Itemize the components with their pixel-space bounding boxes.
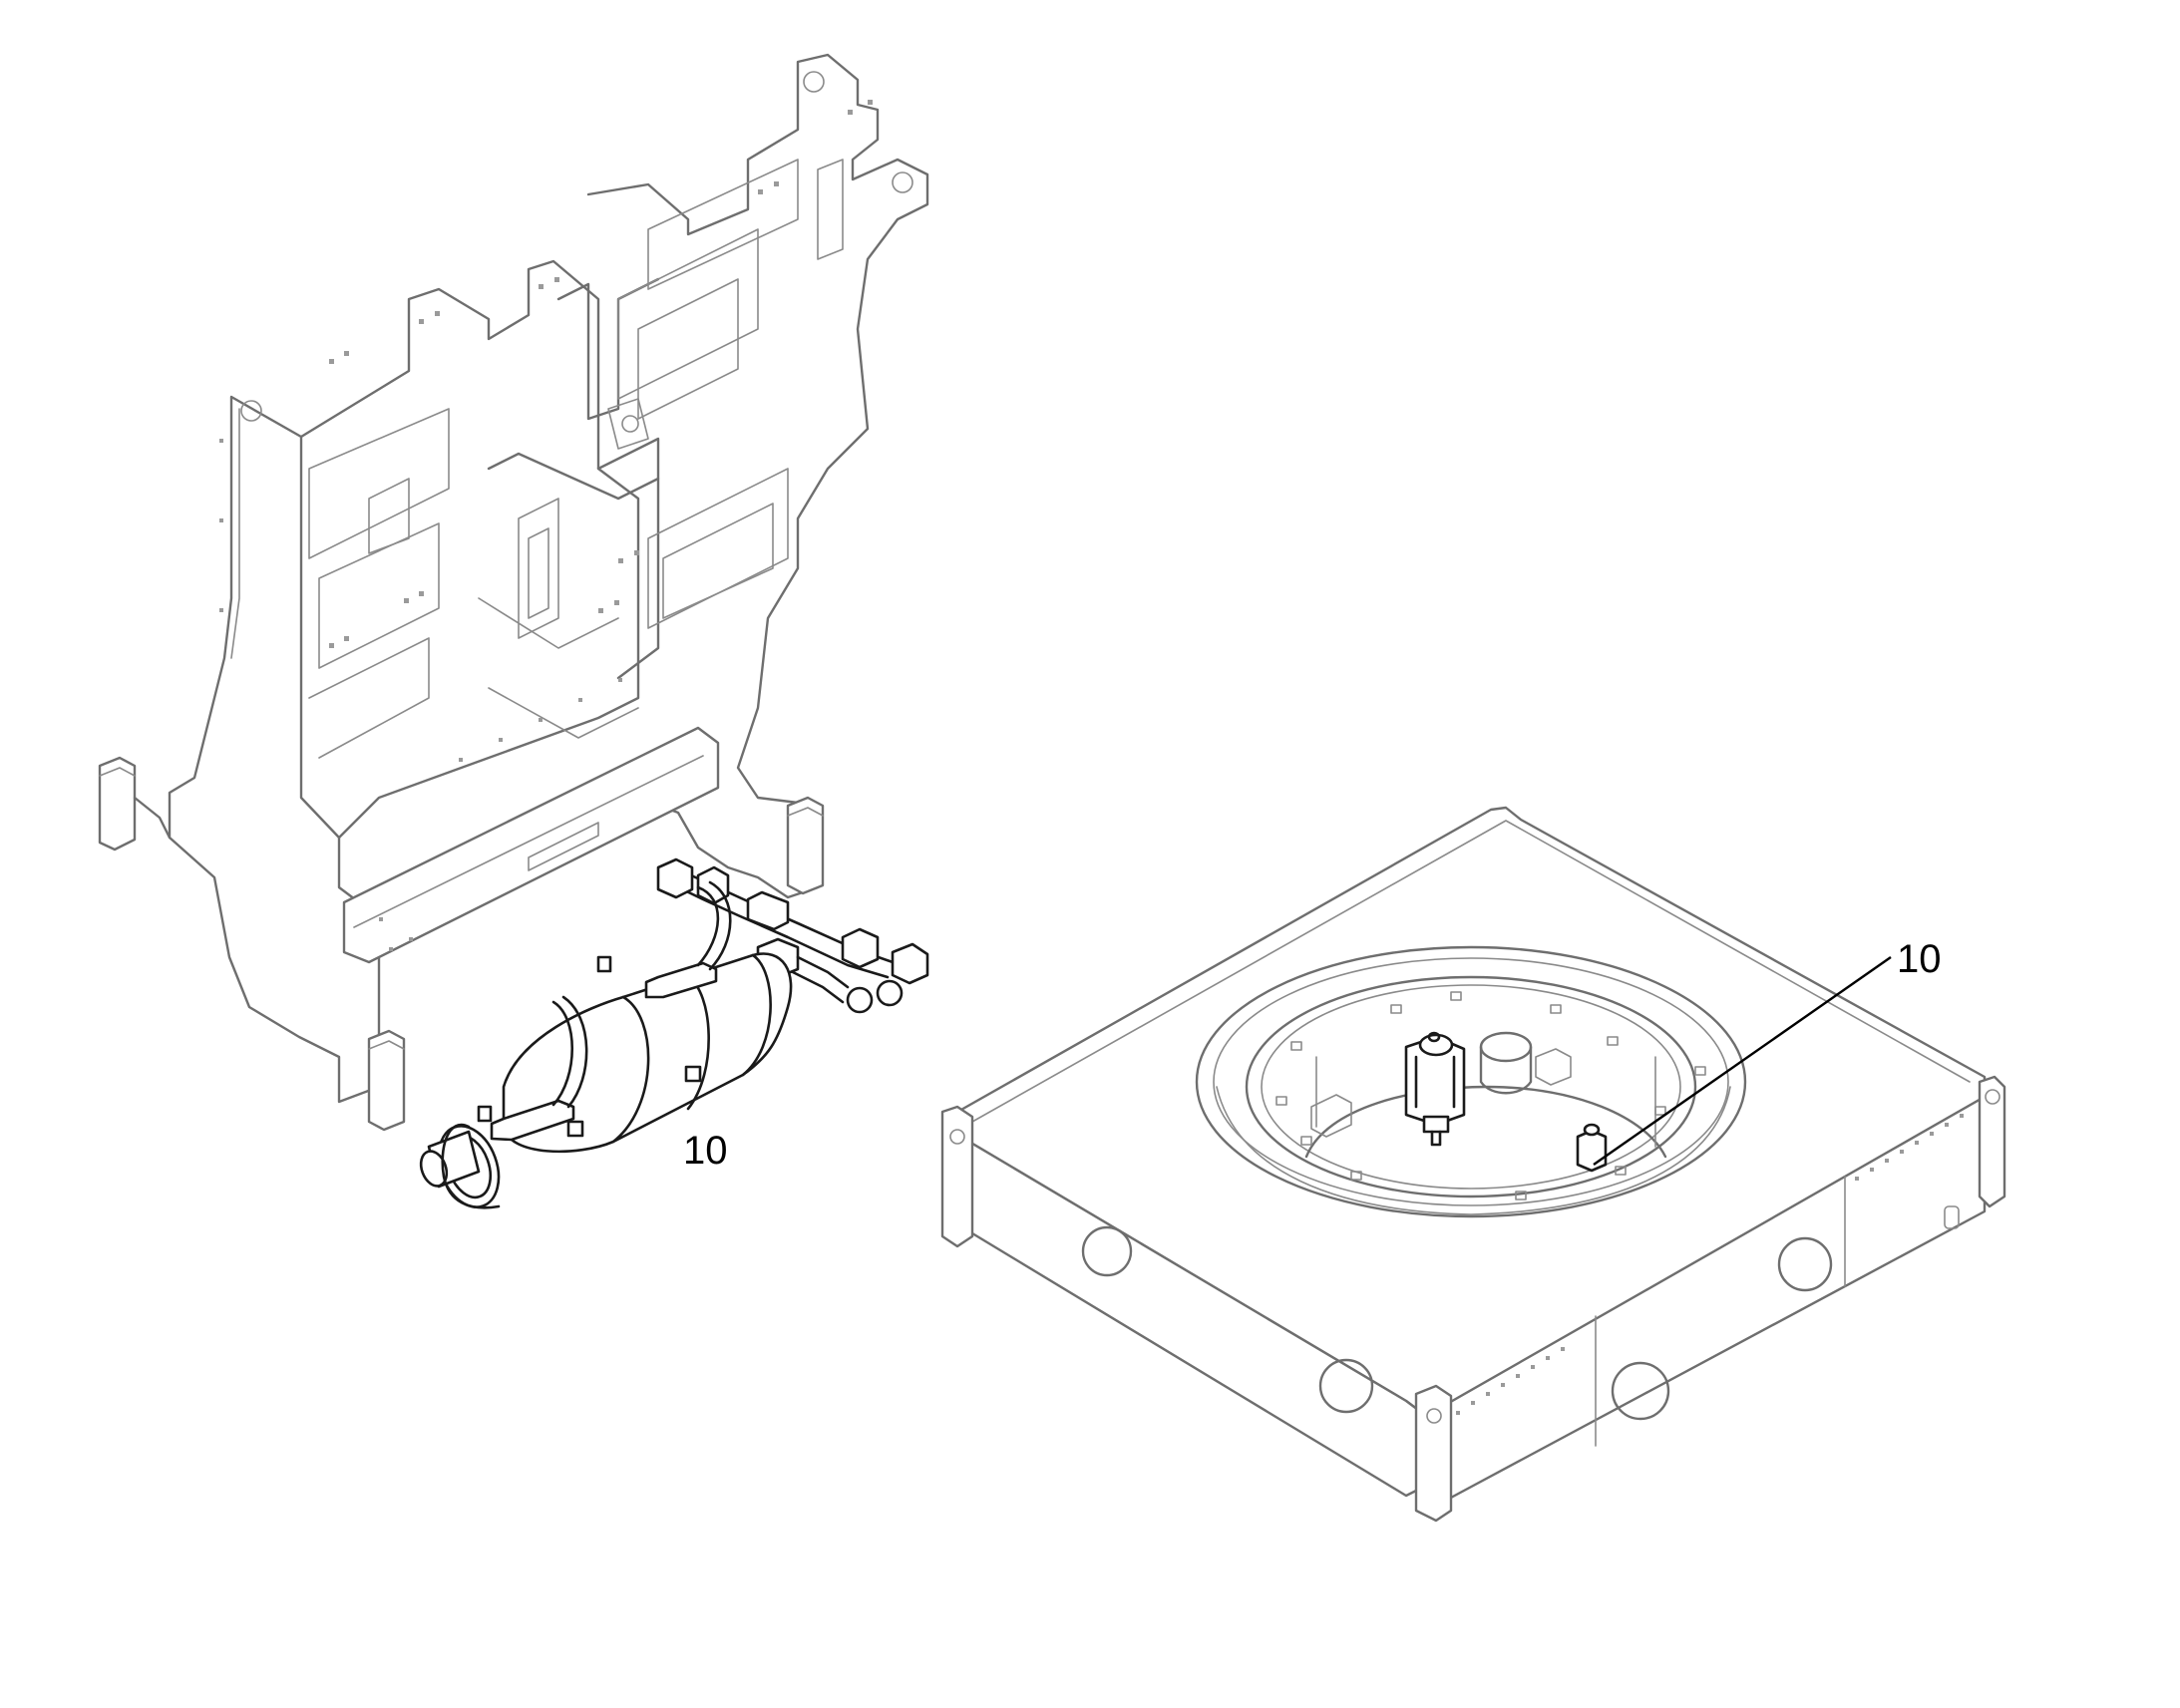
base-filter-part[interactable] <box>1404 1031 1466 1147</box>
frame-bolt-holes <box>219 100 873 951</box>
callout-accumulator[interactable]: 10 <box>683 1129 728 1173</box>
leader-line <box>1593 956 1892 1166</box>
main-frame <box>98 53 929 1132</box>
base-bolt-holes <box>1456 1114 1964 1415</box>
ring-bolt-blocks <box>1275 991 1706 1200</box>
callout-base-frame[interactable]: 10 <box>1897 937 1942 981</box>
accumulator-assembly[interactable] <box>417 857 929 1215</box>
base-frame <box>940 806 2006 1523</box>
